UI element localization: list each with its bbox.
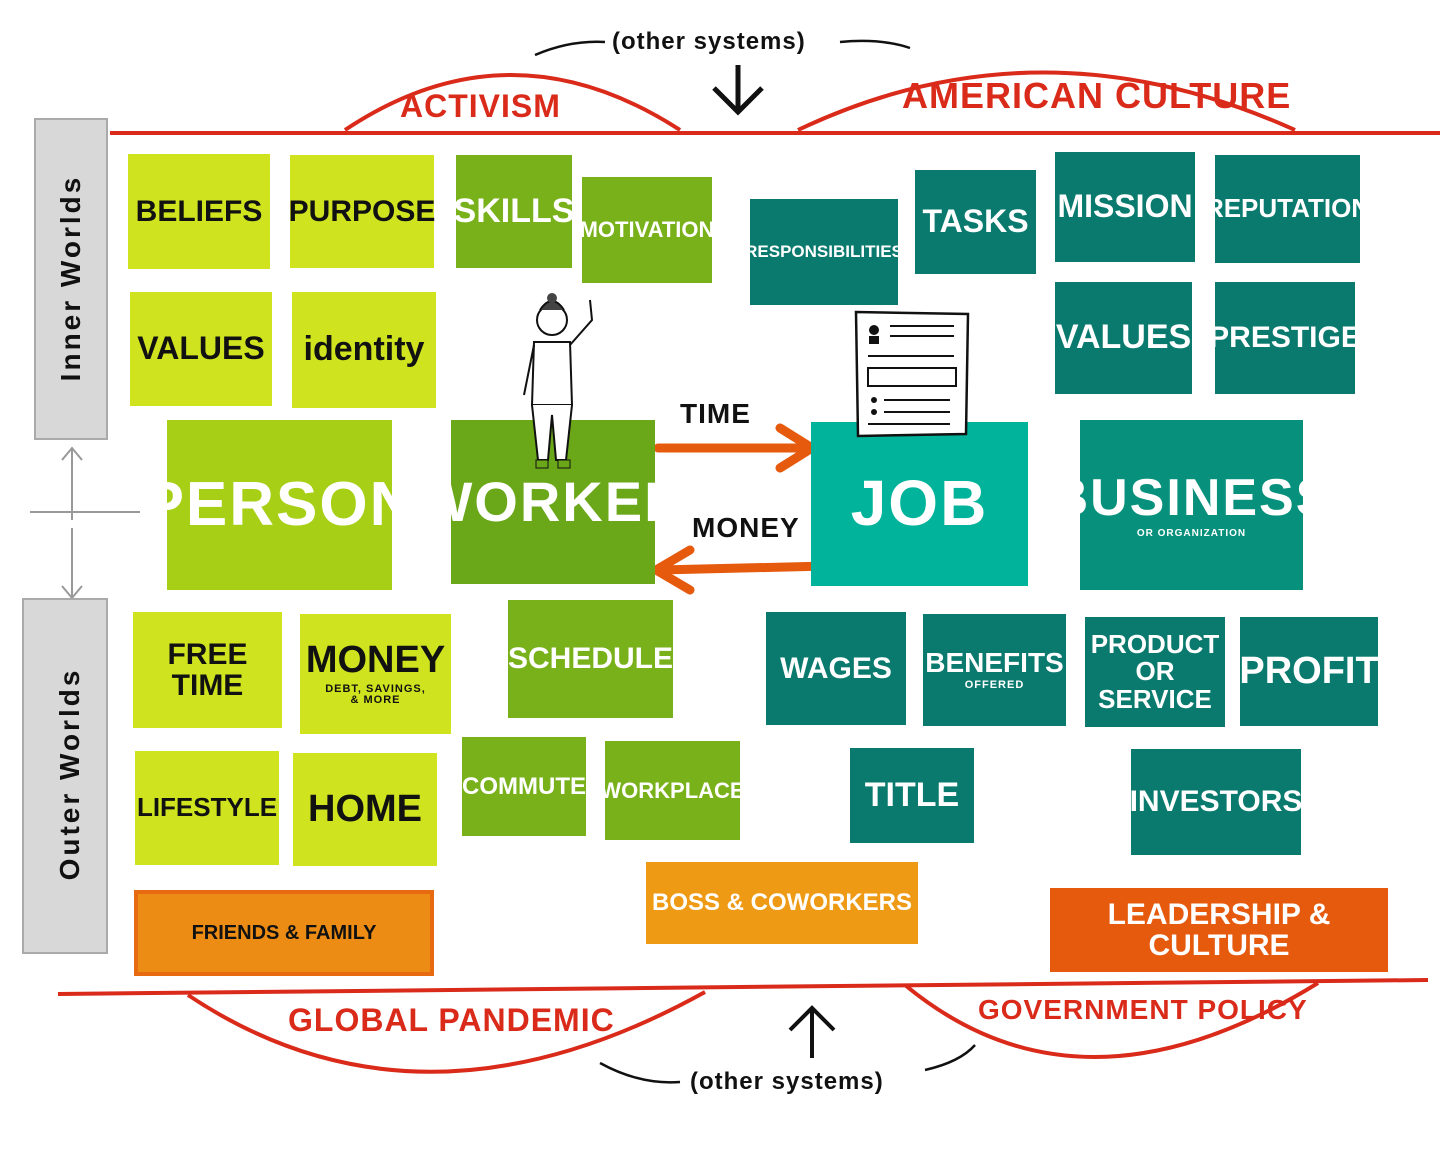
inner-worlds-label: Inner Worlds xyxy=(55,174,86,382)
business-sublabel: or organization xyxy=(1136,527,1247,539)
card-tasks: Tasks xyxy=(915,170,1036,274)
card-workplace: Workplace xyxy=(600,741,745,840)
card-values-business: Values xyxy=(1055,282,1192,394)
card-investors: Investors xyxy=(1130,749,1302,855)
job-document-icon xyxy=(854,310,970,438)
worker-label: Worker xyxy=(419,469,687,533)
card-skills: Skills xyxy=(454,155,574,268)
job-label: Job xyxy=(850,467,989,540)
system-activism: Activism xyxy=(400,88,561,124)
time-label: Time xyxy=(680,398,751,429)
card-profit: Profit xyxy=(1239,617,1379,726)
inner-worlds-bar xyxy=(34,118,108,440)
card-business: Business or organization xyxy=(1051,420,1330,590)
worker-figure-icon xyxy=(523,293,594,469)
card-identity: identity xyxy=(292,292,436,408)
card-home: Home xyxy=(293,753,437,866)
benefits-sublabel: offered xyxy=(964,679,1025,692)
card-title: Title xyxy=(850,748,974,843)
card-mission: Mission xyxy=(1055,152,1195,262)
card-wages: Wages xyxy=(766,612,906,725)
card-product-service: Product or Service xyxy=(1085,617,1225,727)
card-reputation: Reputation xyxy=(1205,155,1370,263)
system-american-culture: American Culture xyxy=(902,75,1292,116)
person-label: Person xyxy=(142,470,417,540)
money-title: Money xyxy=(305,639,446,681)
card-prestige: Prestige xyxy=(1209,282,1361,394)
other-systems-top: (other systems) xyxy=(612,28,806,55)
card-worker: Worker xyxy=(419,420,685,584)
system-government-policy: Government Policy xyxy=(978,994,1308,1025)
card-values-person: Values xyxy=(130,292,272,406)
card-job: Job xyxy=(811,422,1028,586)
benefits-title: Benefits xyxy=(925,647,1064,679)
business-label: Business xyxy=(1050,468,1333,527)
outer-worlds-bar xyxy=(22,598,108,954)
card-beliefs: Beliefs xyxy=(128,154,270,269)
card-schedule: Schedule xyxy=(508,600,673,718)
card-friends-family: Friends & Family xyxy=(134,890,434,976)
card-leadership-culture: Leadership & Culture xyxy=(1050,888,1388,972)
card-free-time: Free Time xyxy=(133,612,282,728)
card-commute: Commute xyxy=(462,737,586,836)
card-responsibilities: Responsibilities xyxy=(745,199,903,305)
card-motivation: Motivation xyxy=(580,177,714,283)
card-boss-coworkers: Boss & Coworkers xyxy=(646,862,918,944)
other-systems-bottom: (other systems) xyxy=(690,1068,884,1095)
outer-worlds-label: Outer Worlds xyxy=(54,667,85,881)
money-sublabel: debt, savings, & more xyxy=(325,682,426,707)
card-purpose: Purpose xyxy=(289,155,435,268)
card-benefits: Benefits offered xyxy=(923,614,1066,726)
card-money: Money debt, savings, & more xyxy=(300,614,451,734)
money-label: Money xyxy=(692,512,800,543)
system-global-pandemic: Global Pandemic xyxy=(288,1002,615,1038)
card-person: Person xyxy=(143,420,414,590)
card-lifestyle: Lifestyle xyxy=(135,751,279,865)
